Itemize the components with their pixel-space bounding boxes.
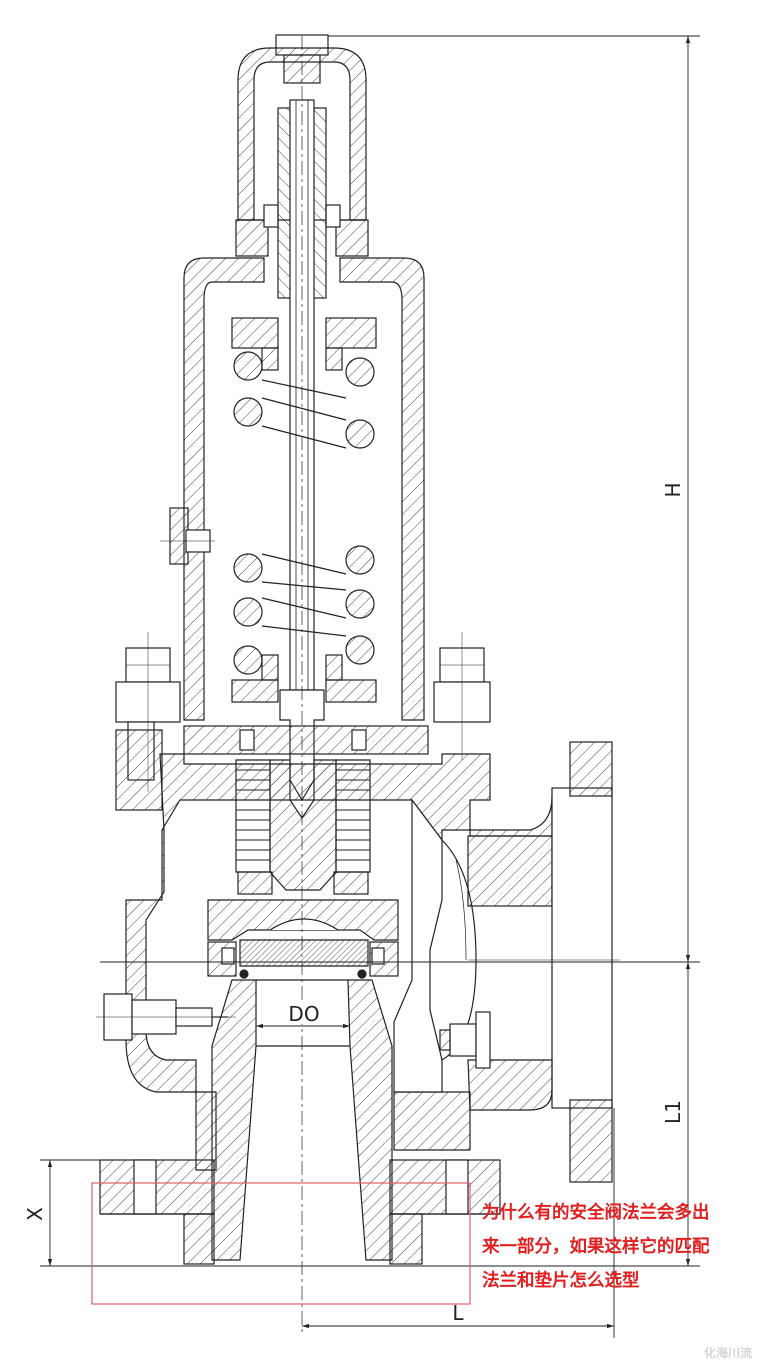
bonnet: [160, 257, 425, 721]
label-x: X: [23, 1207, 47, 1221]
inlet-flange: [99, 1159, 501, 1265]
spring: [233, 351, 375, 675]
label-l1: L1: [661, 1100, 685, 1124]
disc-holder: [207, 899, 399, 979]
side-plug-screw: [96, 993, 236, 1041]
lower-spring-plate: [231, 654, 377, 703]
label-l: L: [452, 1301, 464, 1325]
dimension-h: [100, 35, 700, 963]
watermark: 化海川流: [704, 1346, 753, 1360]
label-h: H: [661, 482, 685, 497]
dimension-x: [40, 1159, 100, 1266]
valve-cap: [235, 34, 369, 257]
inlet-nozzle: [211, 979, 393, 1261]
label-do: DO: [288, 1002, 319, 1026]
question-annotation: 为什么有的安全阀法兰会多出 来一部分，如果这样它的匹配 法兰和垫片怎么选型: [482, 1196, 762, 1298]
valve-body: [115, 729, 491, 1171]
bonnet-flange: [183, 725, 429, 755]
upper-spring-plate: [231, 317, 377, 371]
dimension-l1: [40, 962, 700, 1267]
annotation-line-3: 法兰和垫片怎么选型: [482, 1271, 640, 1291]
drain-plug: [439, 1011, 491, 1069]
annotation-line-1: 为什么有的安全阀法兰会多出: [482, 1203, 710, 1223]
right-bonnet-bolt: [433, 632, 491, 760]
highlight-box: [91, 1182, 471, 1305]
dimension-l: [302, 1108, 615, 1338]
outlet-flange: [467, 741, 620, 1183]
annotation-line-2: 来一部分，如果这样它的匹配: [482, 1237, 710, 1257]
